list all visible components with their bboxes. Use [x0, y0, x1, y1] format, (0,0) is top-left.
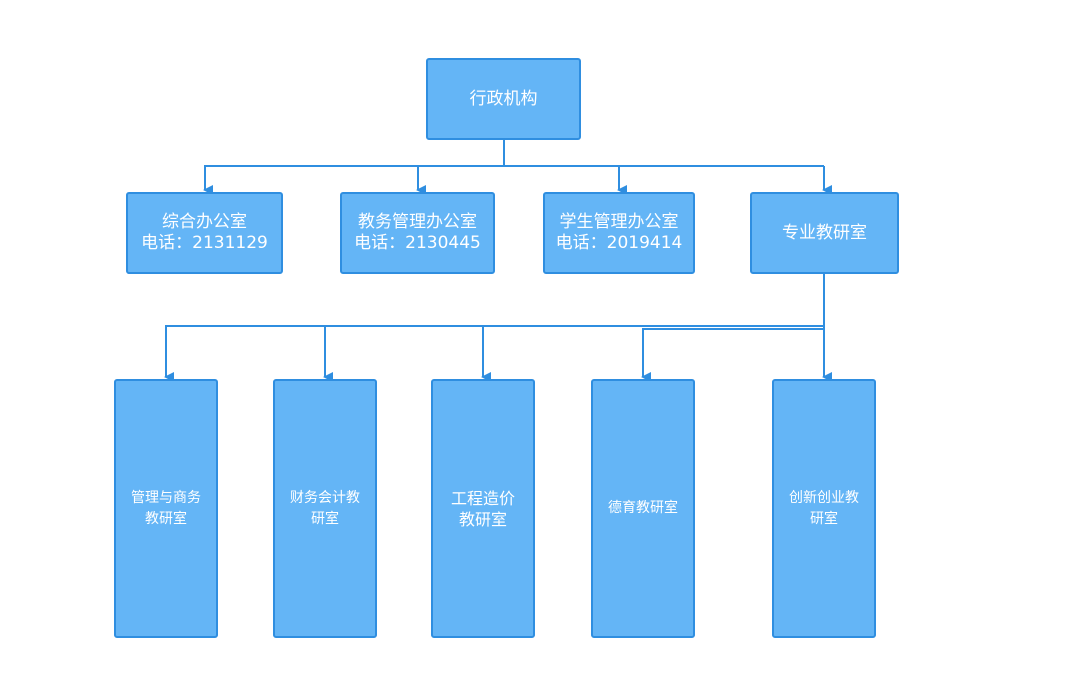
node-engineering-cost-section: 工程造价 教研室	[431, 379, 535, 638]
node-label: 综合办公室	[162, 212, 247, 232]
node-label-line1: 德育教研室	[608, 500, 678, 516]
node-administrative-body: 行政机构	[426, 58, 581, 140]
node-label-line1: 管理与商务	[131, 489, 201, 506]
node-label: 行政机构	[469, 88, 538, 109]
node-label-line1: 财务会计教	[290, 489, 360, 506]
node-innovation-entrepreneurship-section: 创新创业教 研室	[772, 379, 876, 638]
node-student-affairs-office: 学生管理办公室 电话：2019414	[543, 192, 695, 274]
node-academic-affairs-office: 教务管理办公室 电话：2130445	[340, 192, 495, 274]
node-label: 专业教研室	[782, 222, 867, 243]
node-phone: 电话：2131129	[141, 233, 268, 253]
node-label-line2: 教研室	[458, 509, 507, 529]
node-label-line1: 工程造价	[450, 488, 515, 508]
node-label-line2: 研室	[311, 510, 339, 527]
node-label-line1: 创新创业教	[789, 489, 859, 506]
node-general-office: 综合办公室 电话：2131129	[126, 192, 283, 274]
node-management-business-section: 管理与商务 教研室	[114, 379, 218, 638]
node-label: 教务管理办公室	[358, 212, 477, 232]
node-moral-education-section: 德育教研室	[591, 379, 695, 638]
node-label: 学生管理办公室	[559, 212, 679, 232]
node-teaching-research-office: 专业教研室	[750, 192, 899, 274]
node-phone: 电话：2130445	[354, 233, 481, 253]
node-finance-accounting-section: 财务会计教 研室	[273, 379, 377, 638]
node-label-line2: 研室	[810, 510, 838, 527]
node-phone: 电话：2019414	[555, 233, 683, 253]
node-label-line2: 教研室	[145, 510, 187, 527]
